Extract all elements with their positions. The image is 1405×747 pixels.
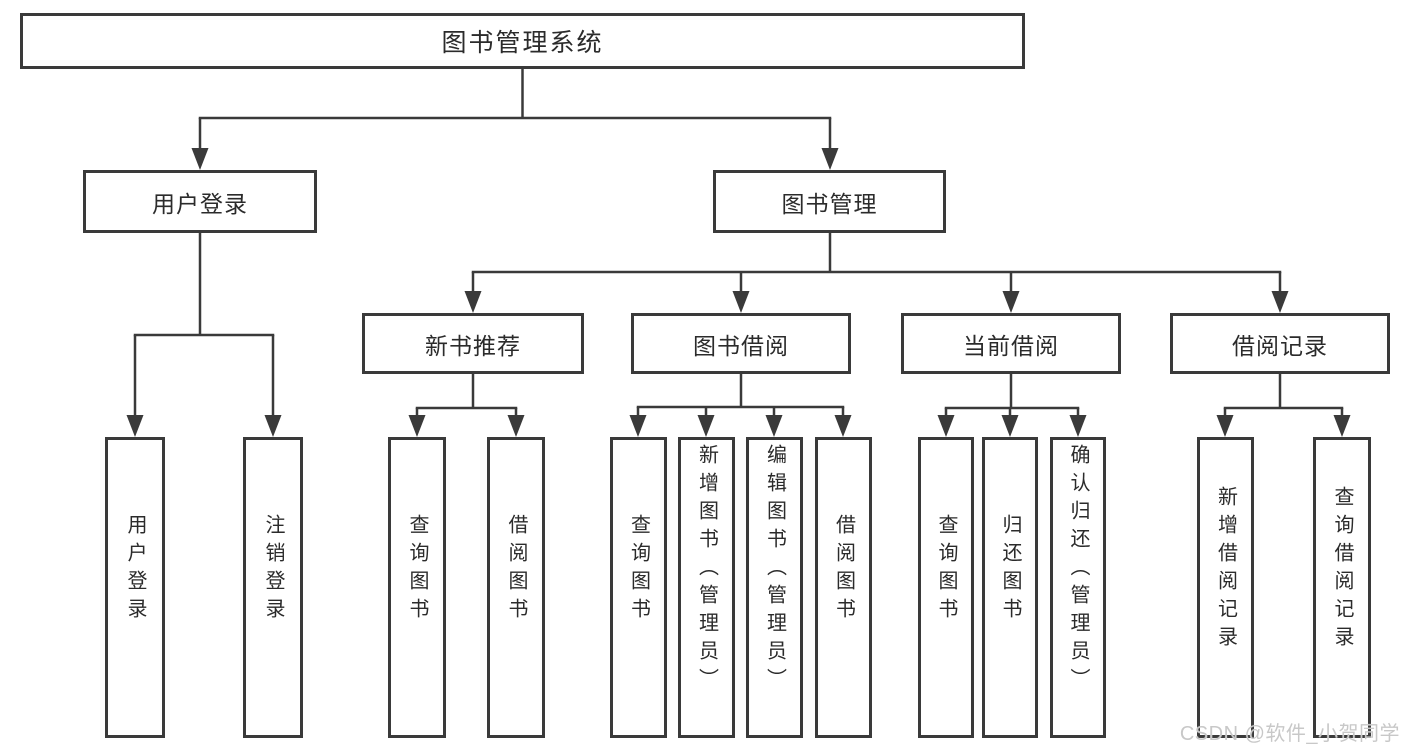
node-new-book-rec-label: 新书推荐	[425, 332, 521, 359]
node-book-mgmt-label: 图书管理	[781, 190, 878, 217]
node-current-borrow: 当前借阅	[901, 313, 1121, 374]
node-borrow-record: 借阅记录	[1170, 313, 1390, 374]
node-new-book-rec: 新书推荐	[362, 313, 584, 374]
node-book-borrow-label: 图书借阅	[693, 332, 789, 359]
leaf-logout-label: 注销登录	[262, 513, 284, 626]
leaf-logout: 注销登录	[243, 437, 303, 738]
connector-userlogin-to-leaves	[126, 233, 282, 437]
leaf-rec-borrow-book-label: 借阅图书	[505, 513, 527, 626]
leaf-cb-confirm-return-label: 确认归还（管理员）	[1067, 443, 1089, 696]
connector-bookmgmt-to-level3	[464, 233, 1289, 313]
leaf-rec-query-book: 查询图书	[388, 437, 446, 738]
node-root-label: 图书管理系统	[441, 29, 604, 57]
leaf-bb-add-book-label: 新增图书（管理员）	[695, 443, 718, 696]
node-borrow-record-label: 借阅记录	[1232, 332, 1328, 359]
leaf-bb-add-book: 新增图书（管理员）	[678, 437, 735, 738]
leaf-br-query-record: 查询借阅记录	[1313, 437, 1371, 738]
connector-newbookrec-to-leaves	[408, 373, 525, 437]
leaf-cb-return-book-label: 归还图书	[999, 513, 1021, 626]
connector-bookborrow-to-leaves	[629, 373, 852, 437]
connector-root-to-level2	[191, 69, 839, 170]
node-root: 图书管理系统	[20, 13, 1025, 69]
leaf-bb-borrow-book: 借阅图书	[815, 437, 872, 738]
leaf-br-add-record-label: 新增借阅记录	[1214, 485, 1237, 654]
leaf-cb-confirm-return: 确认归还（管理员）	[1050, 437, 1106, 738]
leaf-bb-edit-book: 编辑图书（管理员）	[746, 437, 803, 738]
leaf-br-add-record: 新增借阅记录	[1197, 437, 1254, 738]
node-book-borrow: 图书借阅	[631, 313, 851, 374]
node-current-borrow-label: 当前借阅	[963, 332, 1059, 359]
leaf-rec-query-book-label: 查询图书	[406, 513, 428, 626]
leaf-cb-query-book: 查询图书	[918, 437, 974, 738]
leaf-cb-query-book-label: 查询图书	[935, 513, 957, 626]
node-book-mgmt: 图书管理	[713, 170, 946, 233]
leaf-bb-edit-book-label: 编辑图书（管理员）	[763, 443, 786, 696]
leaf-bb-query-book-label: 查询图书	[627, 513, 650, 626]
leaf-cb-return-book: 归还图书	[982, 437, 1038, 738]
csdn-watermark: CSDN @软件_小贺同学	[1179, 723, 1400, 745]
leaf-bb-query-book: 查询图书	[610, 437, 667, 738]
connector-currentborrow-to-leaves	[937, 373, 1087, 437]
leaf-user-login: 用户登录	[105, 437, 165, 738]
leaf-bb-borrow-book-label: 借阅图书	[832, 513, 855, 626]
connector-borrowrecord-to-leaves	[1216, 373, 1351, 437]
leaf-br-query-record-label: 查询借阅记录	[1331, 485, 1353, 654]
node-user-login: 用户登录	[83, 170, 317, 233]
leaf-rec-borrow-book: 借阅图书	[487, 437, 545, 738]
node-user-login-label: 用户登录	[152, 190, 248, 217]
leaf-user-login-label: 用户登录	[124, 513, 146, 626]
